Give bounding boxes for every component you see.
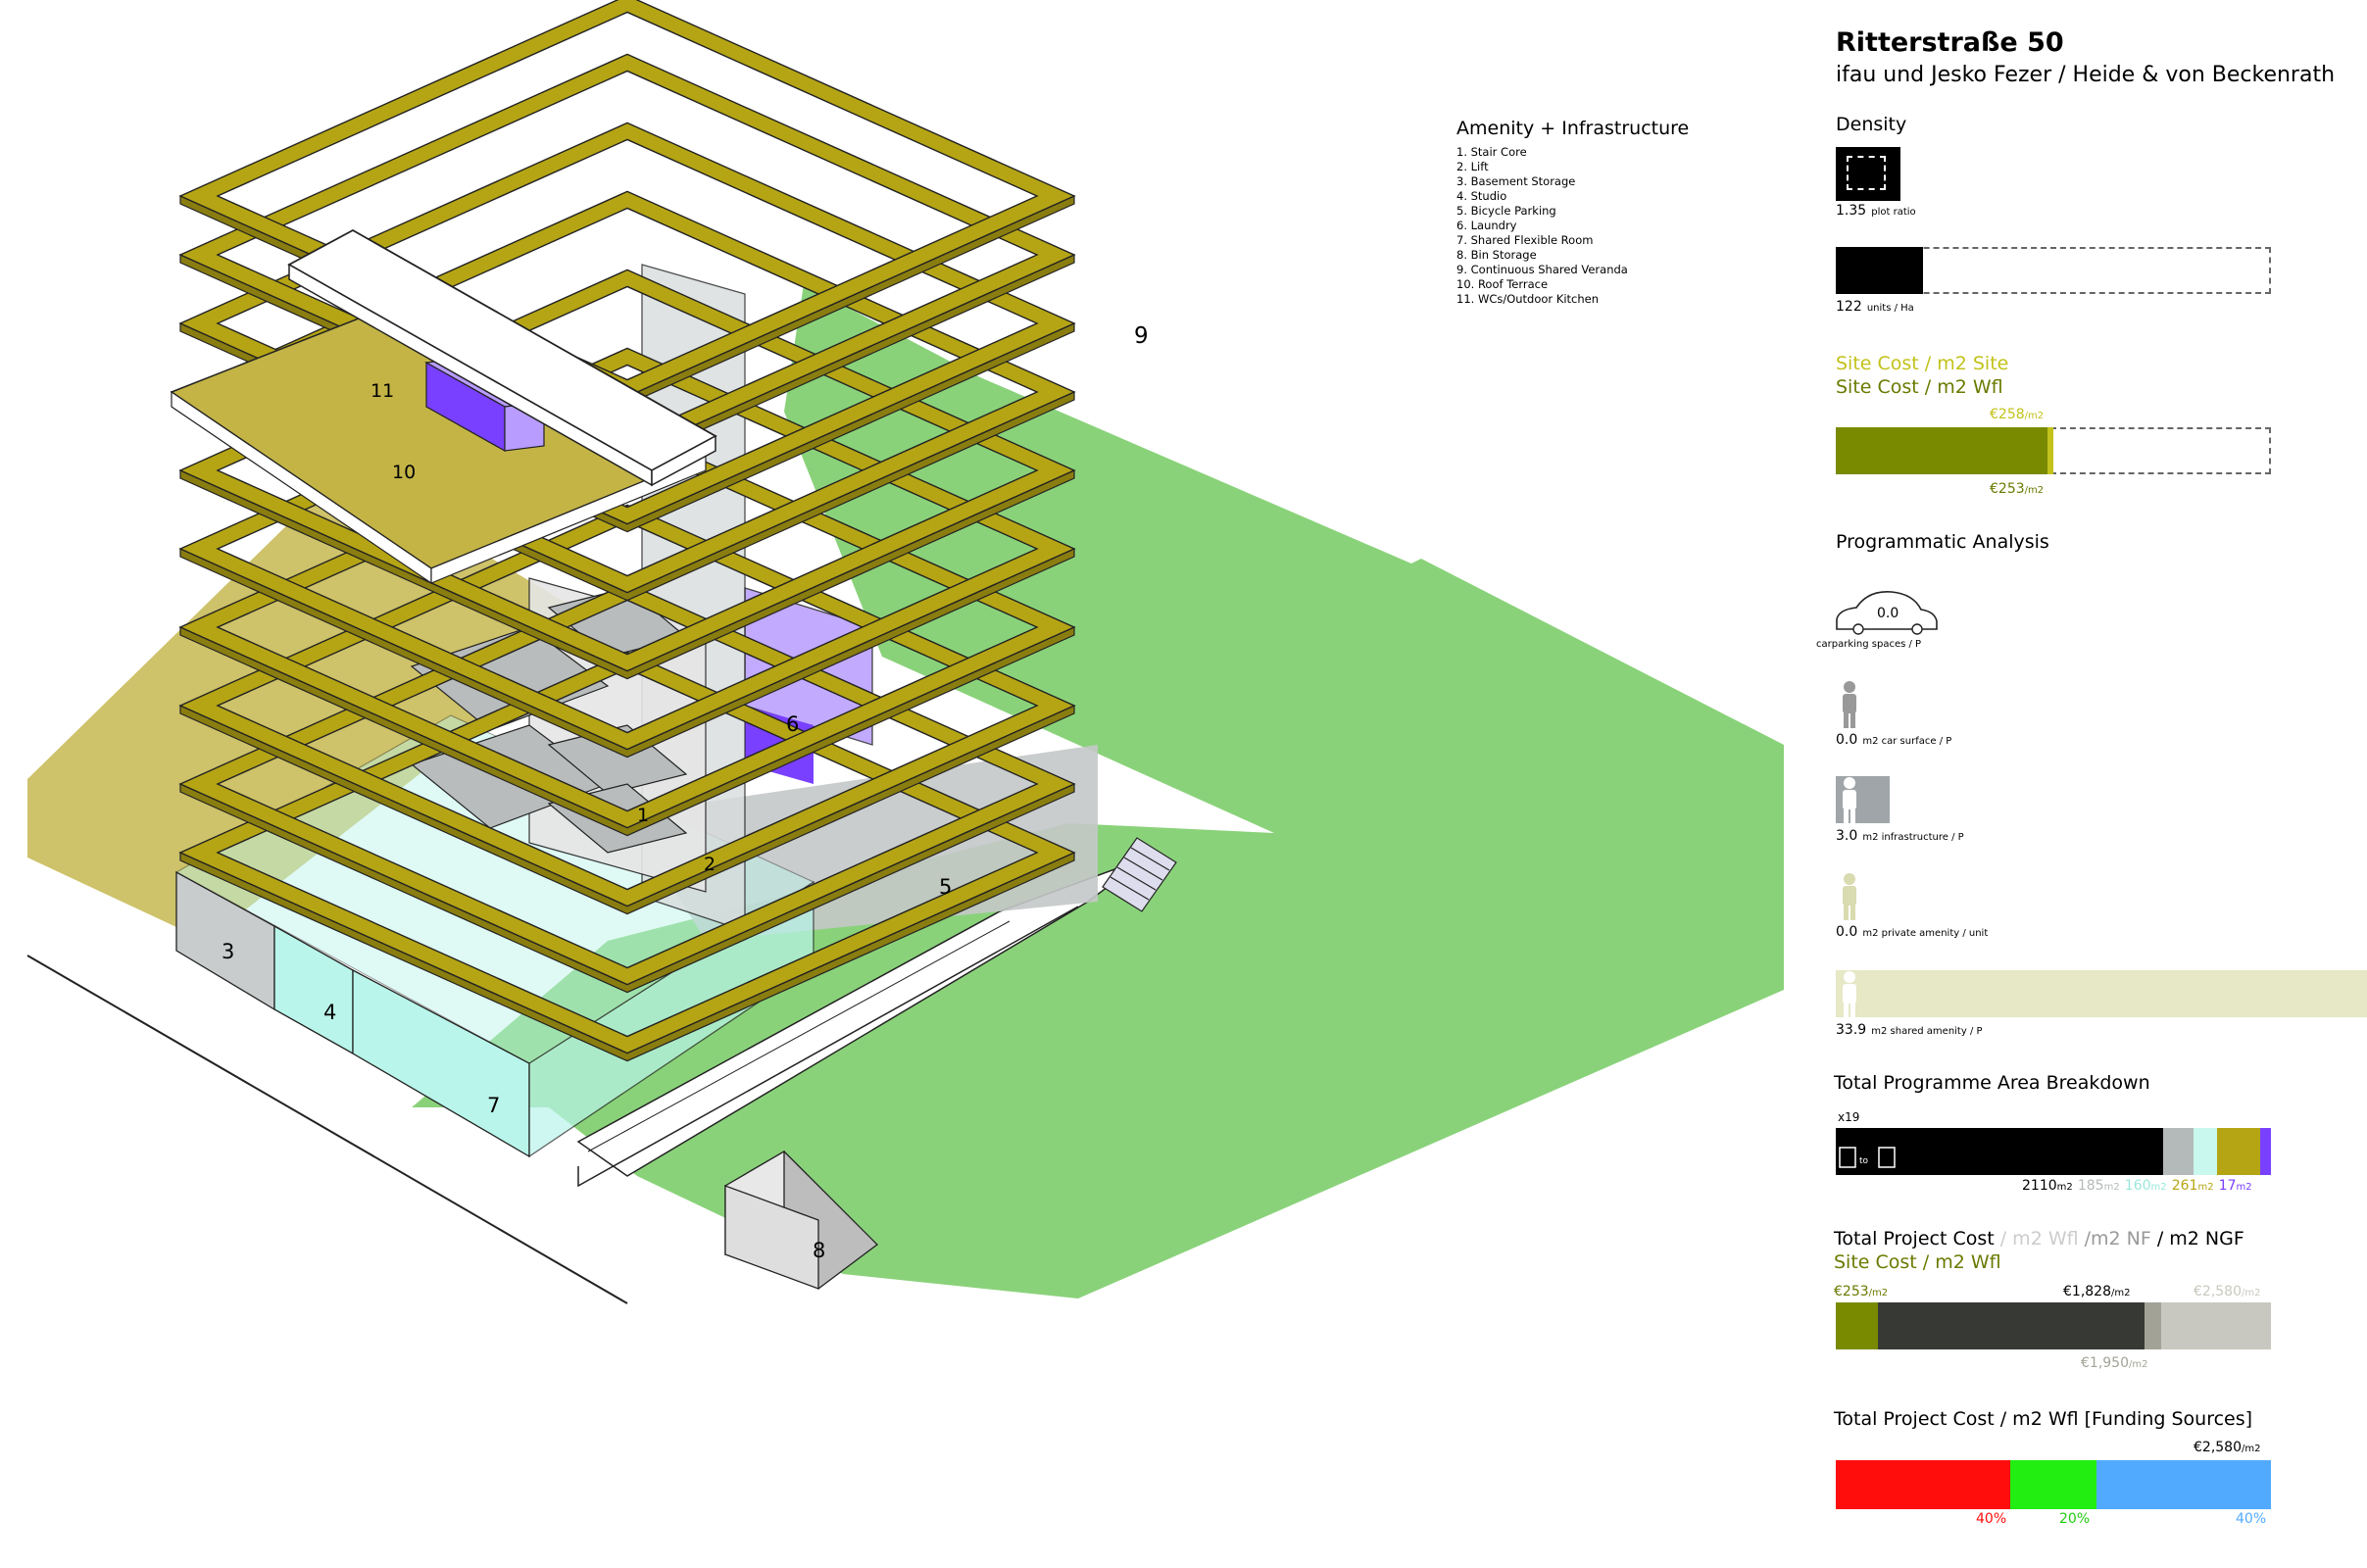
site-cost-bar-fill [1836, 427, 2053, 474]
legend-item: 2. Lift [1456, 160, 1489, 173]
infrastructure: 3.0 m2 infrastructure / P [1836, 828, 1964, 844]
area-seg-olive [2217, 1128, 2260, 1175]
label-2: 2 [704, 854, 715, 875]
person-pale-icon [1843, 873, 1856, 920]
funding-seg-green [2009, 1460, 2097, 1509]
legend-item: 11. WCs/Outdoor Kitchen [1456, 292, 1600, 306]
legend-item: 3. Basement Storage [1456, 174, 1576, 188]
label-5: 5 [939, 875, 952, 899]
label-3: 3 [222, 940, 234, 963]
plot-ratio-value: 1.35 [1836, 203, 1867, 219]
units-label: units / Ha [1866, 303, 1914, 314]
legend-item: 5. Bicycle Parking [1456, 204, 1556, 218]
label-4: 4 [323, 1001, 336, 1024]
project-cost-wfl-value: €2,580/m2 [2194, 1284, 2261, 1299]
car-surface: 0.0 m2 car surface / P [1836, 732, 1952, 748]
label-8: 8 [813, 1239, 825, 1262]
funding-heading: Total Project Cost / m2 Wfl [Funding Sou… [1834, 1408, 2253, 1430]
svg-text:to: to [1859, 1156, 1869, 1166]
car-icon [1836, 591, 1938, 635]
shared-amenity: 33.9 m2 shared amenity / P [1836, 1022, 1983, 1038]
funding-total: €2,580/m2 [2194, 1440, 2261, 1455]
page-title: Ritterstraße 50 [1836, 27, 2064, 58]
legend-item: 8. Bin Storage [1456, 248, 1537, 262]
project-cost-heading: Total Project Cost / m2 Wfl /m2 NF / m2 … [1834, 1228, 2244, 1250]
unit-type-icons: to [1839, 1147, 1896, 1168]
funding-green-percent: 20% [2059, 1511, 2091, 1527]
plot-ratio: 1.35 plot ratio [1836, 200, 1916, 219]
funding-seg-blue [2096, 1460, 2271, 1509]
legend-item: 4. Studio [1456, 189, 1507, 203]
legend-item: 1. Stair Core [1456, 145, 1527, 159]
outdoor-stair [1102, 837, 1177, 912]
plot-ratio-label: plot ratio [1871, 207, 1916, 218]
density-heading: Density [1836, 114, 1907, 135]
area-seg-labels: 2110m2 185m2 160m2 261m2 17m2 [2022, 1178, 2252, 1194]
person-shared-icon [1843, 971, 1856, 1018]
roof-terrace [170, 283, 708, 585]
person-white-icon [1843, 777, 1856, 824]
units-bar-fill [1836, 247, 1923, 294]
label-10: 10 [392, 462, 416, 483]
legend-title: Amenity + Infrastructure [1456, 118, 1690, 139]
project-cost-ngf-value: €1,828/m2 [2063, 1284, 2131, 1299]
car-label: carparking spaces / P [1816, 639, 1922, 650]
funding-red-percent: 40% [1976, 1511, 2007, 1527]
project-cost-site-heading: Site Cost / m2 Wfl [1834, 1251, 2001, 1273]
plot-ratio-icon [1836, 147, 1900, 201]
area-seg-purple [2260, 1128, 2271, 1175]
cost-seg-site [1836, 1302, 1878, 1349]
area-multiplier: x19 [1838, 1110, 1860, 1124]
area-breakdown-bar: to [1836, 1128, 2271, 1175]
site-cost-site-heading: Site Cost / m2 Site [1836, 353, 2009, 374]
label-7: 7 [487, 1094, 500, 1117]
page-subtitle: ifau und Jesko Fezer / Heide & von Becke… [1836, 63, 2336, 87]
area-seg-grey [2163, 1128, 2194, 1175]
label-1: 1 [637, 805, 649, 826]
label-6: 6 [786, 712, 799, 736]
funding-bar [1836, 1460, 2271, 1509]
shared-amenity-bar [1836, 970, 2367, 1017]
legend-item: 6. Laundry [1456, 219, 1517, 232]
project-cost-site-value: €253/m2 [1834, 1284, 1889, 1299]
units-density: 122 units / Ha [1836, 296, 1914, 315]
legend-item: 7. Shared Flexible Room [1456, 233, 1594, 247]
private-amenity: 0.0 m2 private amenity / unit [1836, 924, 1989, 940]
person-grey-icon [1843, 681, 1856, 728]
legend-item: 9. Continuous Shared Veranda [1456, 263, 1628, 276]
label-9: 9 [1134, 323, 1149, 349]
project-cost-bar [1836, 1302, 2271, 1349]
project-cost-nf-value: €1,950/m2 [2081, 1355, 2148, 1371]
programmatic-heading: Programmatic Analysis [1836, 531, 2049, 553]
veranda-frames [178, 0, 1076, 1062]
area-breakdown-heading: Total Programme Area Breakdown [1834, 1072, 2150, 1094]
units-value: 122 [1836, 299, 1862, 315]
legend-item: 10. Roof Terrace [1456, 277, 1549, 291]
site-cost-wfl-value: €253/m2 [1990, 481, 2045, 497]
cost-seg-ngf [1836, 1302, 2145, 1349]
label-11: 11 [370, 380, 394, 402]
funding-seg-red [1836, 1460, 2010, 1509]
axonometric-diagram: 1 2 3 4 5 6 7 8 9 10 11 [26, 0, 1784, 1304]
site-cost-site-value: €258/m2 [1990, 407, 2045, 422]
site-cost-wfl-heading: Site Cost / m2 Wfl [1836, 376, 2003, 398]
bin-storage [723, 1150, 878, 1290]
area-seg-cyan [2194, 1128, 2217, 1175]
funding-blue-percent: 40% [2236, 1511, 2267, 1527]
car-value: 0.0 [1877, 606, 1899, 621]
